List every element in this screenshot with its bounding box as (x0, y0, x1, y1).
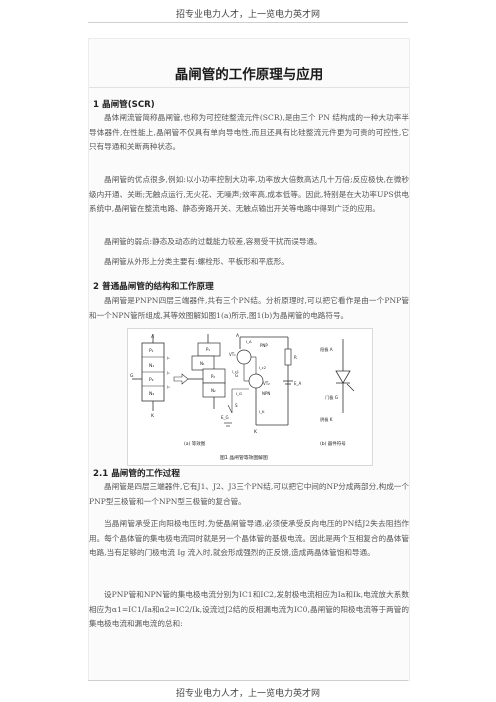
paragraph-scr-advantages: 晶闸管的优点很多,例如:以小功率控制大功率,功率放大倍数高达几十万倍;反应极快,… (89, 175, 409, 213)
paragraph-scr-weakness: 晶闸管的弱点:静态及动态的过载能力较差,容易受干扰而误导通。 (104, 237, 322, 246)
label-vt2: VT₂ (263, 381, 270, 386)
page-footer: 招专业电力人才，上一览电力英才网 (175, 689, 320, 699)
label-npn: NPN (262, 391, 270, 396)
label-split-p2: P₂ (211, 374, 215, 379)
switch-s (227, 404, 233, 414)
subcaption-b: (b) 器件符号 (320, 440, 346, 447)
label-circuit-a: A (236, 333, 240, 339)
label-vt1: VT₁ (229, 352, 236, 357)
paragraph-working-process: 晶闸管是四层三端器件,它有J1、J2、J3三个PN结,可以把它中间的NP分成两部… (89, 482, 409, 506)
label-symbol-gate: 门极 G (325, 394, 338, 401)
label-current-ik: I_K (259, 409, 265, 414)
label-current-ig: I_G (236, 391, 242, 396)
section-heading-1: 1 晶闸管(SCR) (93, 100, 155, 110)
title-divider (89, 87, 409, 88)
label-cathode-k-left: K (151, 413, 155, 419)
label-resistor-r: R (294, 355, 297, 360)
arrow-icon (173, 373, 189, 385)
label-gate-g-left: G (130, 373, 134, 379)
label-junction-j3: J₃ (166, 384, 170, 389)
paragraph-current-relations: 设PNP管和NPN管的集电极电流分别为IC1和IC2,发射极电流相应为Ia和Ik… (89, 590, 409, 628)
section-heading-2: 2 普通晶闸管的结构和工作原理 (93, 282, 214, 292)
label-circuit-g: G (235, 373, 238, 378)
label-current-ic1: I_c1 (232, 370, 239, 374)
label-layer-p2: P₂ (149, 377, 154, 383)
label-pnp: PNP (260, 343, 268, 348)
label-switch-s: S (235, 403, 238, 408)
transistor-vt2 (248, 373, 264, 389)
label-split-n1: N₁ (200, 361, 205, 366)
paragraph-scr-intro: 晶体闸流管简称晶闸管,也称为可控硅整流元件(SCR),是由三个 PN 结构成的一… (89, 113, 409, 151)
document-page: 晶闸管的工作原理与应用 1 晶闸管(SCR) 晶体闸流管简称晶闸管,也称为可控硅… (88, 38, 410, 681)
label-layer-n2: N₂ (149, 391, 154, 397)
header-rule (88, 22, 408, 23)
label-symbol-anode: 阳极 A (320, 346, 333, 353)
label-split-n2: N₂ (211, 388, 216, 393)
label-current-ic2: I_c2 (259, 366, 266, 370)
figure-1-diagram: A P₁ N₁ P₂ N₂ J₁ J₂ J₃ G K (130, 333, 355, 461)
label-layer-p1: P₁ (149, 348, 154, 354)
label-current-ia: I_A (246, 339, 252, 344)
label-junction-j1: J₁ (166, 355, 170, 360)
page-header: 招专业电力人才，上一览电力英才网 (175, 10, 320, 20)
transistor-vt1 (236, 349, 252, 365)
label-source-ea: E_A (294, 381, 302, 386)
label-junction-j2: J₂ (166, 370, 170, 375)
label-symbol-cathode: 阴极 K (320, 416, 333, 423)
resistor-r (284, 348, 292, 366)
footer-rule (88, 680, 408, 681)
subcaption-a: (a) 等效图 (184, 440, 206, 447)
paragraph-forward-voltage: 当晶闸管承受正向阳极电压时,为使晶闸管导通,必须使承受反向电压的PN结J2失去阻… (89, 519, 409, 557)
document-title: 晶闸管的工作原理与应用 (174, 67, 324, 83)
paragraph-scr-types: 晶闸管从外形上分类主要有:螺栓形、平板形和平底形。 (104, 257, 289, 266)
label-circuit-k: K (254, 429, 258, 435)
section-heading-2-1: 2.1 晶闸管的工作过程 (93, 469, 180, 479)
label-layer-n1: N₁ (149, 363, 154, 369)
thyristor-symbol-icon (335, 370, 351, 384)
figure-1: A P₁ N₁ P₂ N₂ J₁ J₂ J₃ G K (127, 328, 373, 466)
label-anode-a: A (151, 334, 155, 340)
paragraph-structure: 晶闸管是PNPN四层三端器件,共有三个PN结。分析原理时,可以把它看作是由一个P… (89, 296, 409, 320)
label-source-eg: E_G (221, 415, 229, 420)
label-split-p1: P₁ (206, 347, 210, 352)
figure-caption: 图1 晶闸管等效图解图 (220, 454, 268, 461)
